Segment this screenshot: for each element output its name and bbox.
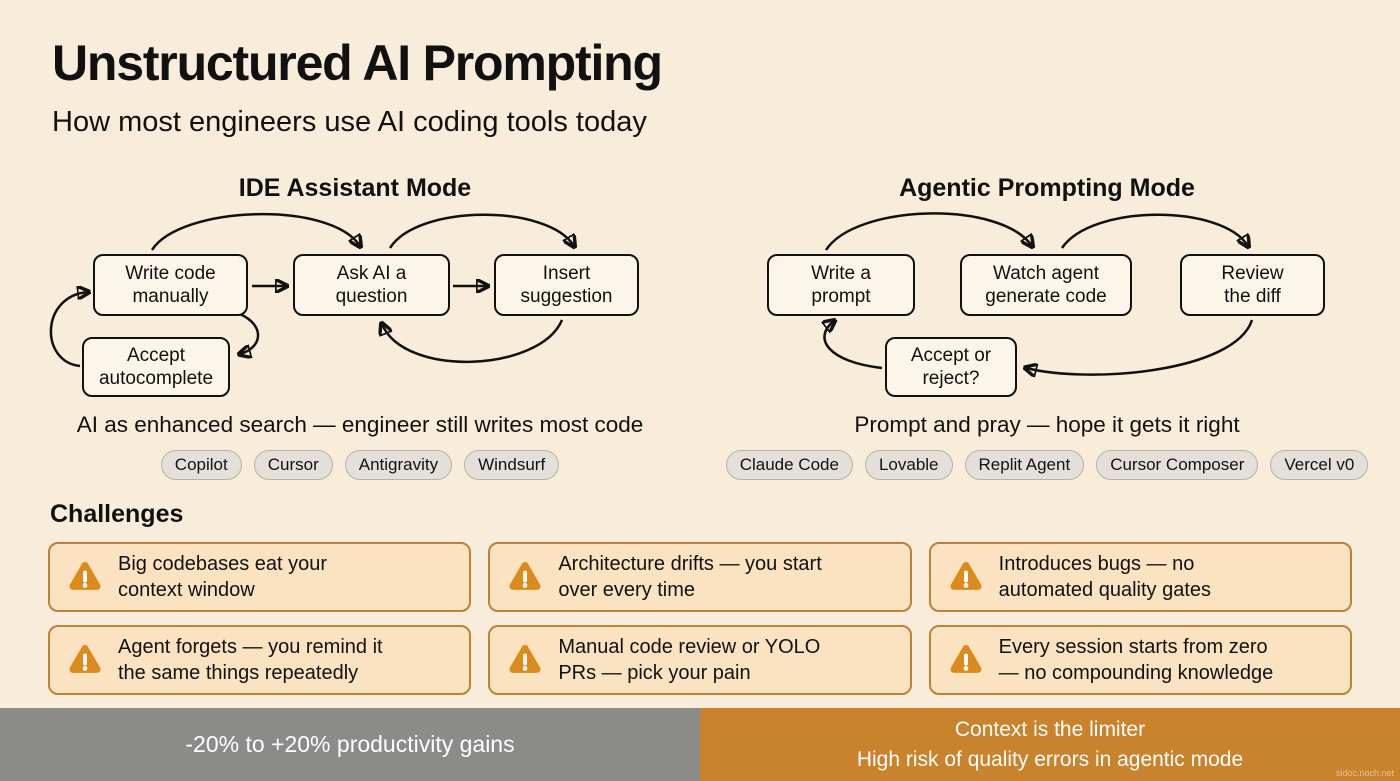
watermark: sldoc.noch.net	[1335, 768, 1394, 778]
ide-mode-heading: IDE Assistant Mode	[238, 174, 472, 202]
challenge-text: Manual code review or YOLO PRs — pick yo…	[558, 636, 821, 684]
footer-right-line1: Context is the limiter	[954, 718, 1146, 742]
warning-icon	[950, 561, 982, 590]
node-write-a-prompt: Write a prompt	[767, 254, 915, 316]
node-insert-suggestion: Insert suggestion	[494, 254, 639, 316]
tool-pill-lovable: Lovable	[864, 450, 953, 480]
footer-right-line2: High risk of quality errors in agentic m…	[856, 747, 1244, 771]
challenges-grid: Big codebases eat your context window Ar…	[48, 542, 1352, 695]
challenge-text: Architecture drifts — you start over eve…	[558, 553, 822, 601]
challenge-text: Every session starts from zero — no comp…	[998, 636, 1274, 684]
page-subtitle: How most engineers use AI coding tools t…	[52, 106, 647, 138]
challenge-card: Agent forgets — you remind it the same t…	[48, 625, 472, 695]
agentic-tools-list: Claude Code Lovable Replit Agent Cursor …	[725, 450, 1369, 480]
challenge-card: Manual code review or YOLO PRs — pick yo…	[488, 625, 912, 695]
challenge-text: Big codebases eat your context window	[118, 553, 328, 601]
challenge-card: Big codebases eat your context window	[48, 542, 472, 612]
agentic-mode-caption: Prompt and pray — hope it gets it right	[854, 412, 1240, 437]
node-watch-agent-generate: Watch agent generate code	[960, 254, 1132, 316]
warning-icon	[69, 644, 101, 673]
warning-icon	[950, 644, 982, 673]
challenge-text: Agent forgets — you remind it the same t…	[118, 636, 383, 684]
warning-icon	[509, 561, 541, 590]
node-accept-autocomplete: Accept autocomplete	[82, 337, 230, 397]
node-accept-or-reject: Accept or reject?	[885, 337, 1017, 397]
footer-context-bar: Context is the limiter High risk of qual…	[700, 708, 1400, 781]
warning-icon	[509, 644, 541, 673]
challenge-card: Architecture drifts — you start over eve…	[488, 542, 912, 612]
tool-pill-cursor-composer: Cursor Composer	[1096, 450, 1259, 480]
node-write-code-manually: Write code manually	[93, 254, 248, 316]
tool-pill-antigravity: Antigravity	[344, 450, 453, 480]
tool-pill-copilot: Copilot	[160, 450, 242, 480]
tool-pill-cursor: Cursor	[253, 450, 333, 480]
challenge-card: Every session starts from zero — no comp…	[928, 625, 1352, 695]
challenges-heading: Challenges	[50, 500, 184, 528]
tool-pill-vercel-v0: Vercel v0	[1270, 450, 1369, 480]
footer-left-text: -20% to +20% productivity gains	[185, 731, 515, 757]
challenge-card: Introduces bugs — no automated quality g…	[928, 542, 1352, 612]
footer-productivity-bar: -20% to +20% productivity gains	[0, 708, 700, 781]
tool-pill-claude-code: Claude Code	[725, 450, 853, 480]
tool-pill-replit-agent: Replit Agent	[964, 450, 1085, 480]
ide-mode-caption: AI as enhanced search — engineer still w…	[76, 412, 644, 437]
ide-tools-list: Copilot Cursor Antigravity Windsurf	[40, 450, 680, 480]
tool-pill-windsurf: Windsurf	[464, 450, 560, 480]
agentic-mode-heading: Agentic Prompting Mode	[899, 174, 1195, 202]
node-review-the-diff: Review the diff	[1180, 254, 1325, 316]
warning-icon	[69, 561, 101, 590]
page-title: Unstructured AI Prompting	[52, 35, 663, 91]
challenge-text: Introduces bugs — no automated quality g…	[998, 553, 1212, 601]
node-ask-ai-question: Ask AI a question	[293, 254, 450, 316]
